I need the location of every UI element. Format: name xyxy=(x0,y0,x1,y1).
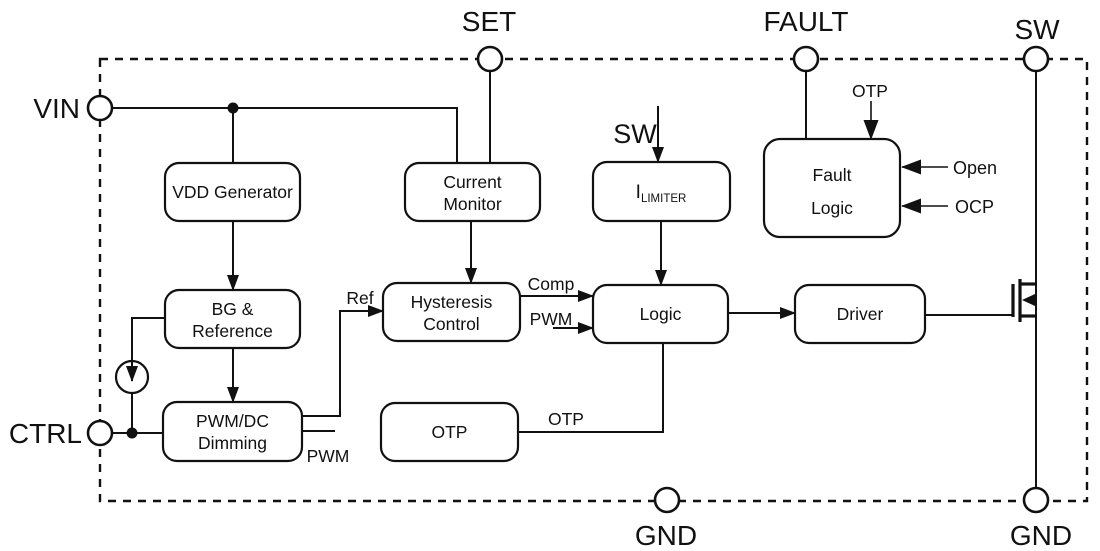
junction-dot-vin xyxy=(227,102,239,114)
otp-block-label: OTP xyxy=(432,422,468,442)
pin-label-vin: VIN xyxy=(33,93,80,124)
signal-label-sw-input: SW xyxy=(613,119,657,149)
signal-label-pwm-out: PWM xyxy=(307,446,350,466)
signal-label-comp: Comp xyxy=(528,274,575,294)
block-pwm-dc-dimming: PWM/DC Dimming xyxy=(161,400,304,463)
i-limiter-label-base: I xyxy=(636,182,641,203)
hysteresis-control-label-1: Hysteresis xyxy=(411,292,493,312)
hysteresis-control-label-2: Control xyxy=(423,314,479,334)
pwm-dc-dimming-label-2: Dimming xyxy=(198,433,267,453)
pin-label-set: SET xyxy=(462,6,516,37)
pin-labels: VIN CTRL SET FAULT SW GND GND xyxy=(9,6,1072,551)
signal-labels: SW OTP Open OCP Ref Comp PWM PWM OTP xyxy=(307,81,997,466)
pin-label-gnd-right: GND xyxy=(1010,520,1072,551)
wire-otp-to-logic xyxy=(518,343,664,433)
fault-logic-label-1: Fault xyxy=(813,165,852,185)
pin-circles xyxy=(86,45,1050,514)
pin-circle-gnd-left xyxy=(653,486,681,514)
pin-circle-gnd-right xyxy=(1022,486,1050,514)
wire-ref-arrow xyxy=(302,305,384,417)
junction-dot-ctrl xyxy=(126,427,138,439)
blocks: VDD Generator Current Monitor ILIMITER F… xyxy=(161,137,927,463)
signal-label-otp-to-logic: OTP xyxy=(548,409,584,429)
signal-label-ref: Ref xyxy=(346,288,373,308)
driver-label: Driver xyxy=(837,304,884,324)
pwm-dc-dimming-label-1: PWM/DC xyxy=(196,411,269,431)
signal-label-open: Open xyxy=(953,158,997,178)
pin-circle-fault xyxy=(792,45,820,73)
block-bg-reference: BG & Reference xyxy=(163,288,302,350)
block-current-monitor: Current Monitor xyxy=(403,161,542,223)
mosfet-icon xyxy=(1011,279,1036,322)
pin-circle-set xyxy=(476,45,504,73)
signal-label-otp-input: OTP xyxy=(852,81,888,101)
pin-label-gnd-left: GND xyxy=(635,520,697,551)
wire-bg-feedback xyxy=(131,317,165,433)
bg-reference-label-1: BG & xyxy=(212,299,254,319)
i-limiter-label-subscript: LIMITER xyxy=(641,193,686,205)
block-fault-logic: Fault Logic xyxy=(762,137,902,239)
current-monitor-label-2: Monitor xyxy=(443,194,502,214)
current-source-icon xyxy=(114,359,150,395)
block-otp: OTP xyxy=(379,401,520,463)
wire-vin xyxy=(112,107,458,163)
pin-circle-vin xyxy=(86,94,114,122)
signal-label-pwm-to-logic: PWM xyxy=(530,309,573,329)
logic-label: Logic xyxy=(640,304,682,324)
current-monitor-label-1: Current xyxy=(443,172,501,192)
svg-text:ILIMITER: ILIMITER xyxy=(636,182,687,205)
pin-label-ctrl: CTRL xyxy=(9,418,82,449)
block-i-limiter: ILIMITER xyxy=(591,160,732,223)
vdd-generator-label: VDD Generator xyxy=(172,182,293,202)
pin-label-fault: FAULT xyxy=(763,6,848,37)
pin-circle-ctrl xyxy=(86,419,114,447)
block-vdd-generator: VDD Generator xyxy=(163,161,302,223)
block-hysteresis-control: Hysteresis Control xyxy=(381,281,522,343)
ic-boundary xyxy=(98,57,1089,503)
signal-label-ocp: OCP xyxy=(955,197,994,217)
block-logic: Logic xyxy=(591,283,730,345)
pin-circle-sw xyxy=(1022,45,1050,73)
fault-logic-label-2: Logic xyxy=(811,198,853,218)
bg-reference-label-2: Reference xyxy=(192,321,273,341)
block-driver: Driver xyxy=(793,283,927,345)
pin-label-sw: SW xyxy=(1014,14,1060,45)
